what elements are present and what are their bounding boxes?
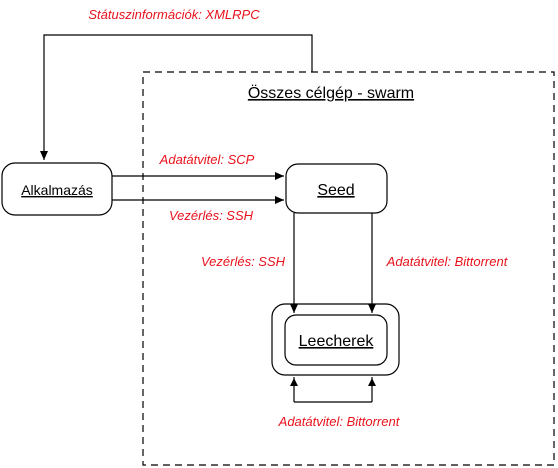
edge-label-control-ssh-app: Vezérlés: SSH [169,208,254,223]
node-leechers-label: Leecherek [299,333,375,350]
edge-label-transfer-bt-loop: Adatátvitel: Bittorrent [278,414,401,429]
edge-label-status: Státuszinformációk: XMLRPC [88,7,260,22]
edge-status [40,34,313,160]
edge-transfer-bt-loop [293,377,373,403]
swarm-boundary [142,71,555,466]
loop-arrowhead-right [368,378,376,386]
edge-label-control-ssh-seed: Vezérlés: SSH [201,254,286,269]
node-seed [285,163,388,214]
edge-label-transfer-bt-seed: Adatátvitel: Bittorrent [386,254,509,269]
swarm-title: Összes célgép - swarm [248,84,414,102]
node-app-label: Alkalmazás [21,182,93,198]
node-app [1,162,113,216]
node-leechers [284,314,388,366]
loop-arrowhead-left [290,378,298,386]
node-seed-label: Seed [317,182,354,199]
edge-label-transfer-scp: Adatátvitel: SCP [159,152,255,167]
